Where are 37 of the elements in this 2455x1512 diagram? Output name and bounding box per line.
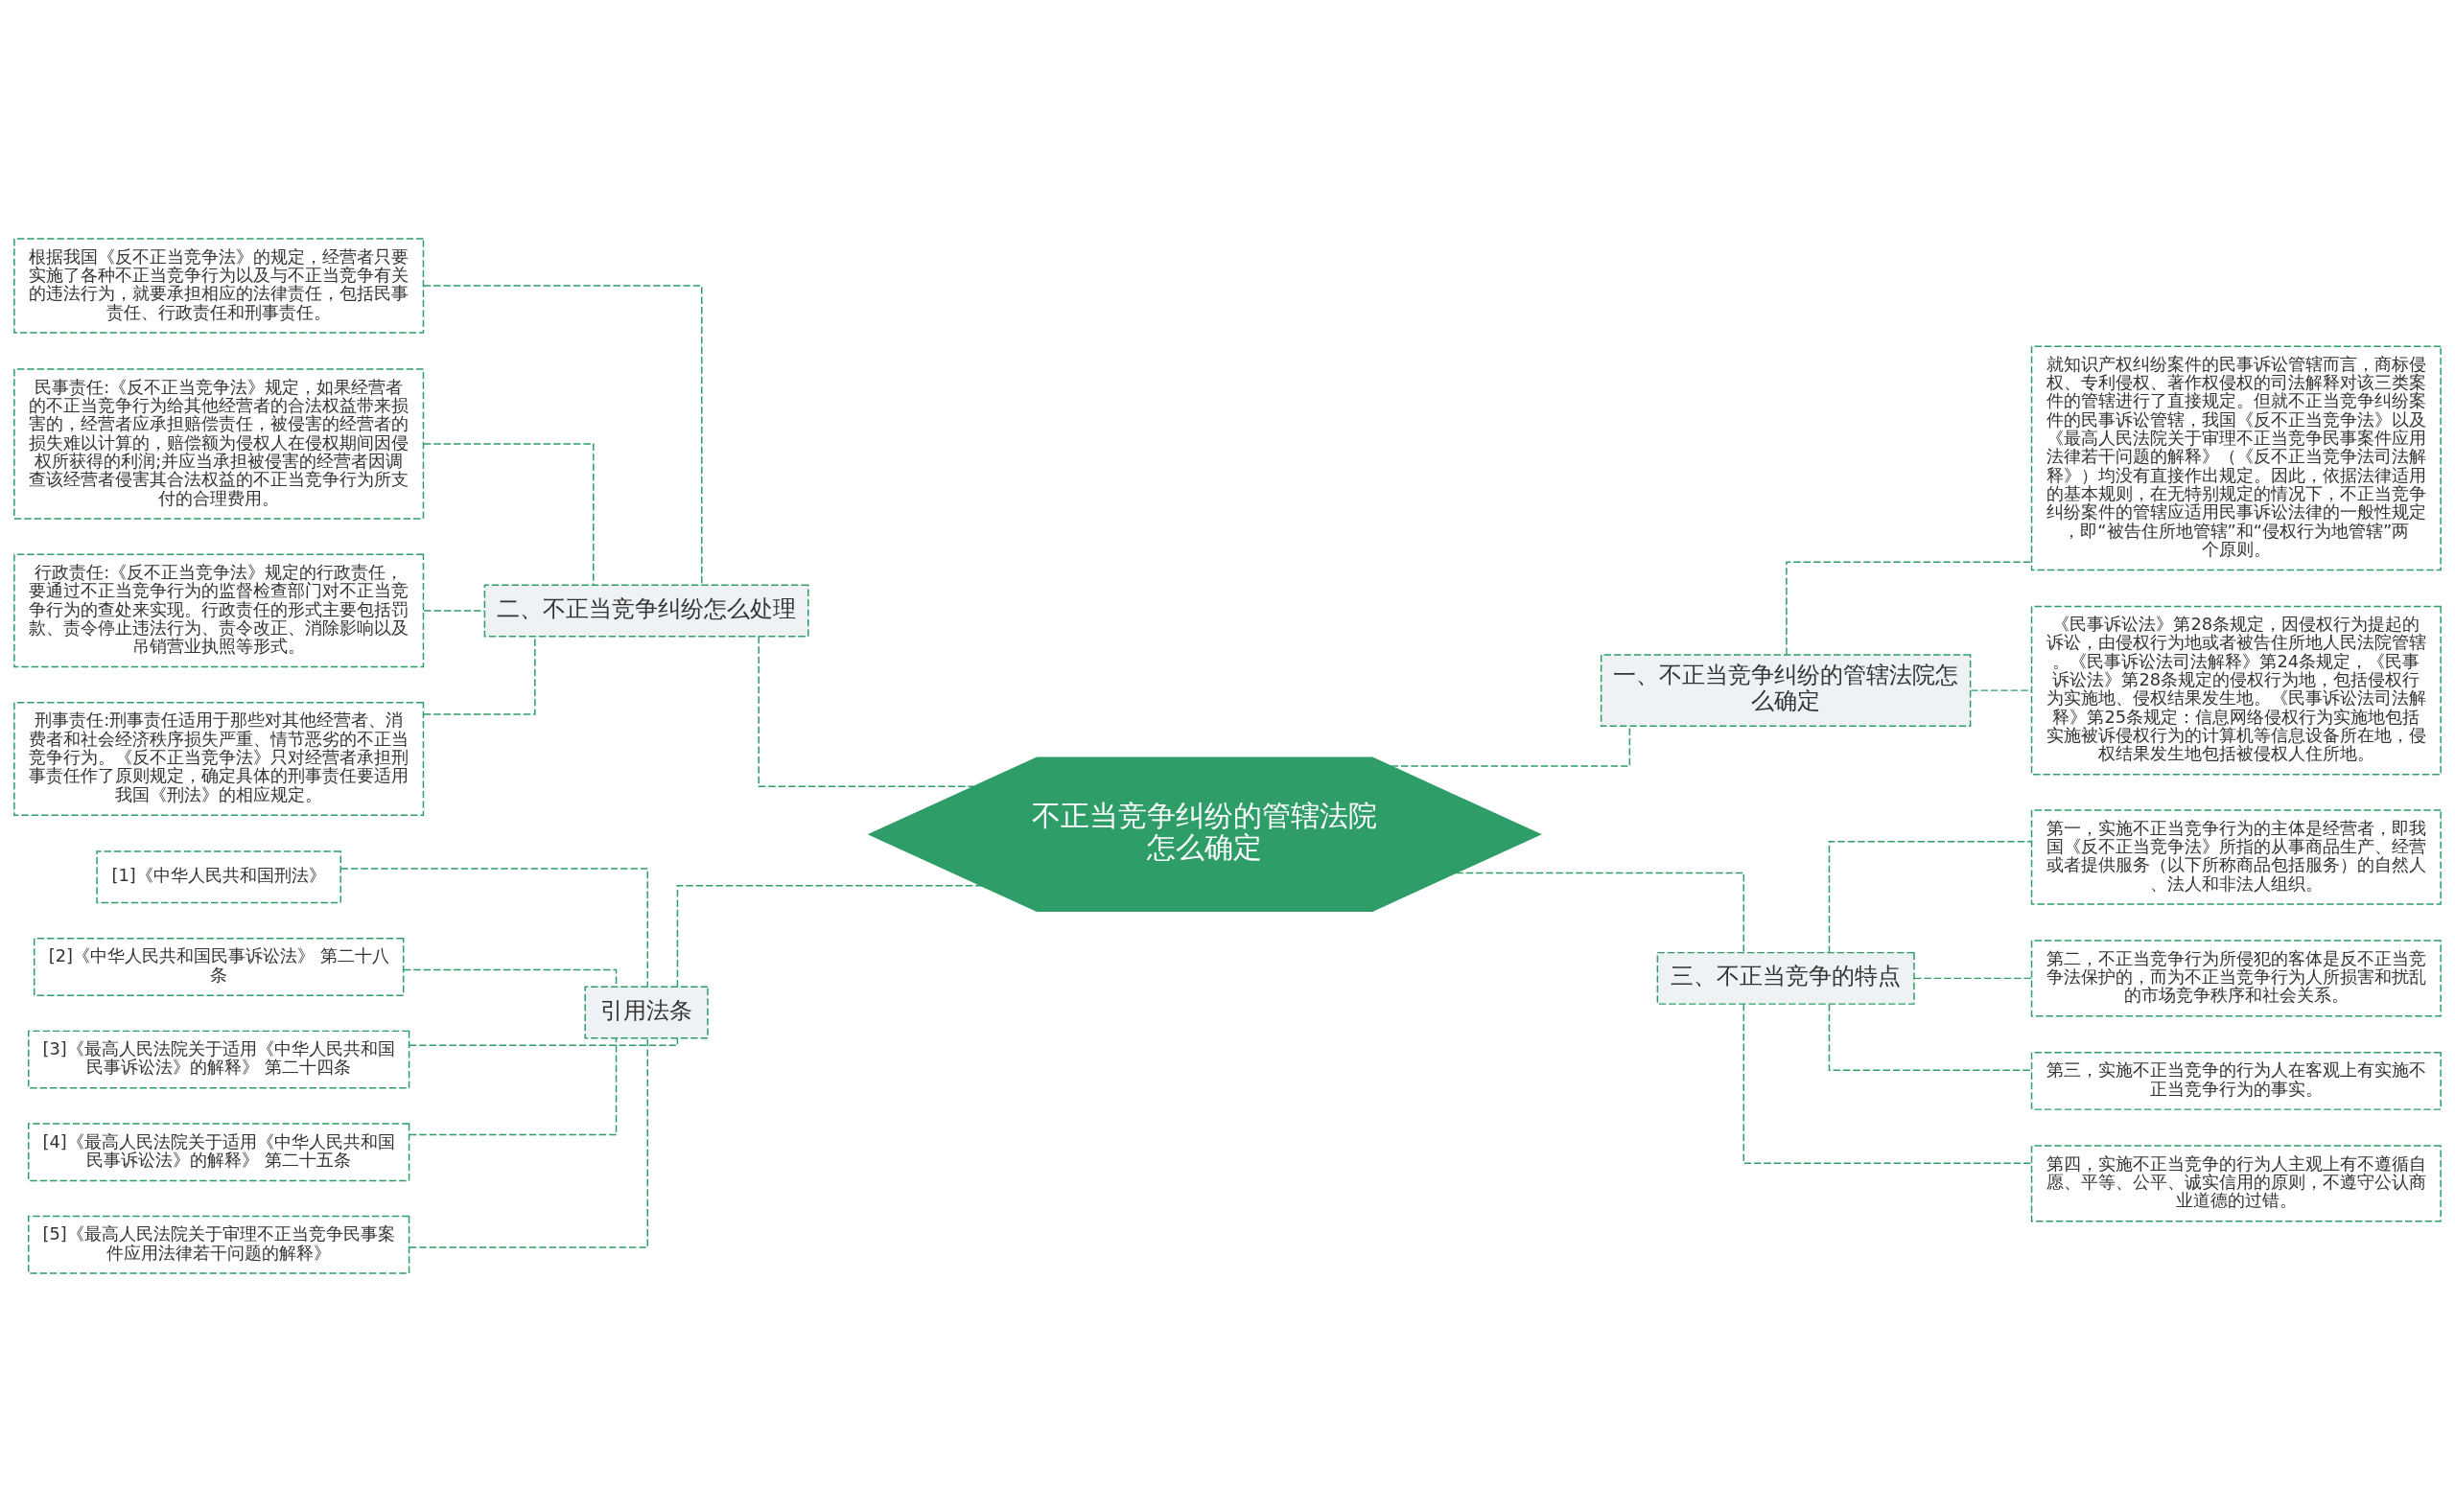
- node-box: 引用法条: [584, 986, 709, 1039]
- connector: [422, 636, 536, 715]
- node-box: 一、不正当竞争纠纷的管辖法院怎么确定: [1600, 654, 1972, 728]
- node-box: 刑事责任:刑事责任适用于那些对其他经营者、消费者和社会经济秩序损失严重、情节恶劣的不正当竞争行为。《反不正当竞争法》只对经营者承担刑事责任作了原则规定，确定具体的刑事责任要适用我国《刑法》的相应规定。: [13, 702, 425, 816]
- node-box: 第二，不正当竞争行为所侵犯的客体是反不正当竞争法保护的，而为不正当竞争行为人所损害和扰乱的市场竞争秩序和社会关系。: [2030, 940, 2442, 1017]
- connector: [1455, 872, 1745, 953]
- connector: [409, 1037, 648, 1248]
- node-box: 行政责任:《反不正当竞争法》规定的行政责任，要通过不正当竞争行为的监督检查部门对不正当竞争行为的查处来实现。行政责任的形式主要包括罚款、责令停止违法行为、责令改正、消除影响以及吊销营业执照等形式。: [13, 553, 425, 668]
- node-box: 《民事诉讼法》第28条规定，因侵权行为提起的诉讼，由侵权行为地或者被告住所地人民法院管辖。《民事诉讼法司法解释》第24条规定，《民事诉讼法》第28条规定的侵权行为地，包括侵权行为实施地、侵权结果发生地。《民事诉讼法司法解释》第25条规定：信息网络侵权行为实施地包括实施被诉侵权行为的计算机等信息设备所在地，侵权结果发生地包括被侵权人住所地。: [2030, 605, 2442, 776]
- connector: [423, 610, 485, 612]
- connector: [409, 1037, 618, 1136]
- node-box: 第三，实施不正当竞争的行为人在客观上有实施不正当竞争行为的事实。: [2030, 1051, 2442, 1110]
- node-box: 第四，实施不正当竞争的行为人主观上有不遵循自愿、平等、公平、诚实信用的原则，不遵守公认商业道德的过错。: [2030, 1145, 2442, 1222]
- connector: [339, 868, 648, 988]
- connector: [1786, 561, 2032, 656]
- connector: [423, 285, 703, 586]
- connector: [1742, 1003, 2033, 1164]
- node-box: 三、不正当竞争的特点: [1656, 951, 1915, 1005]
- node-box: [1]《中华人民共和国刑法》: [96, 850, 341, 904]
- connector: [676, 885, 983, 989]
- node-box: 就知识产权纠纷案件的民事诉讼管辖而言，商标侵权、专利侵权、著作权侵权的司法解释对该三类案件的管辖进行了直接规定。但就不正当竞争纠纷案件的民事诉讼管辖，我国《反不正当竞争法》以及《最高人民法院关于审理不正当竞争民事案件应用法律若干问题的解释》（《反不正当竞争法司法解释》）均没有直接作出规定。因此，依据法律适用的基本规则，在无特别规定的情况下，不正当竞争纠纷案件的管辖应适用民事诉讼法律的一般性规定，即“被告住所地管辖”和“侵权行为地管辖”两个原则。: [2030, 345, 2442, 571]
- node-box: 第一，实施不正当竞争行为的主体是经营者，即我国《反不正当竞争法》所指的从事商品生产、经营或者提供服务（以下所称商品包括服务）的自然人、法人和非法人组织。: [2030, 809, 2442, 905]
- connector: [1390, 725, 1631, 767]
- connector: [758, 636, 975, 787]
- connector: [1913, 977, 2032, 980]
- node-box: [2]《中华人民共和国民事诉讼法》 第二十八条: [33, 938, 405, 996]
- connector: [1970, 689, 2033, 691]
- node-box: [3]《最高人民法院关于适用《中华人民共和国民事诉讼法》的解释》 第二十四条: [28, 1030, 410, 1089]
- node-box: 民事责任:《反不正当竞争法》规定，如果经营者的不正当竞争行为给其他经营者的合法权益带来损害的，经营者应承担赔偿责任，被侵害的经营者的损失难以计算的，赔偿额为侵权人在侵权期间因侵权所获得的利润;并应当承担被侵害的经营者因调查该经营者侵害其合法权益的不正当竞争行为所支付的合理费用。: [13, 368, 425, 520]
- connector: [409, 1037, 679, 1046]
- node-box: [5]《最高人民法院关于审理不正当竞争民事案件应用法律若干问题的解释》: [28, 1215, 410, 1274]
- node-box: 二、不正当竞争纠纷怎么处理: [483, 584, 809, 638]
- node-box: 根据我国《反不正当竞争法》的规定，经营者只要实施了各种不正当竞争行为以及与不正当竞争有关的违法行为，就要承担相应的法律责任，包括民事责任、行政责任和刑事责任。: [13, 238, 425, 334]
- node-box: [4]《最高人民法院关于适用《中华人民共和国民事诉讼法》的解释》 第二十五条: [28, 1123, 410, 1182]
- connector: [423, 443, 595, 586]
- connector: [1828, 840, 2033, 954]
- connector: [1828, 1003, 2033, 1071]
